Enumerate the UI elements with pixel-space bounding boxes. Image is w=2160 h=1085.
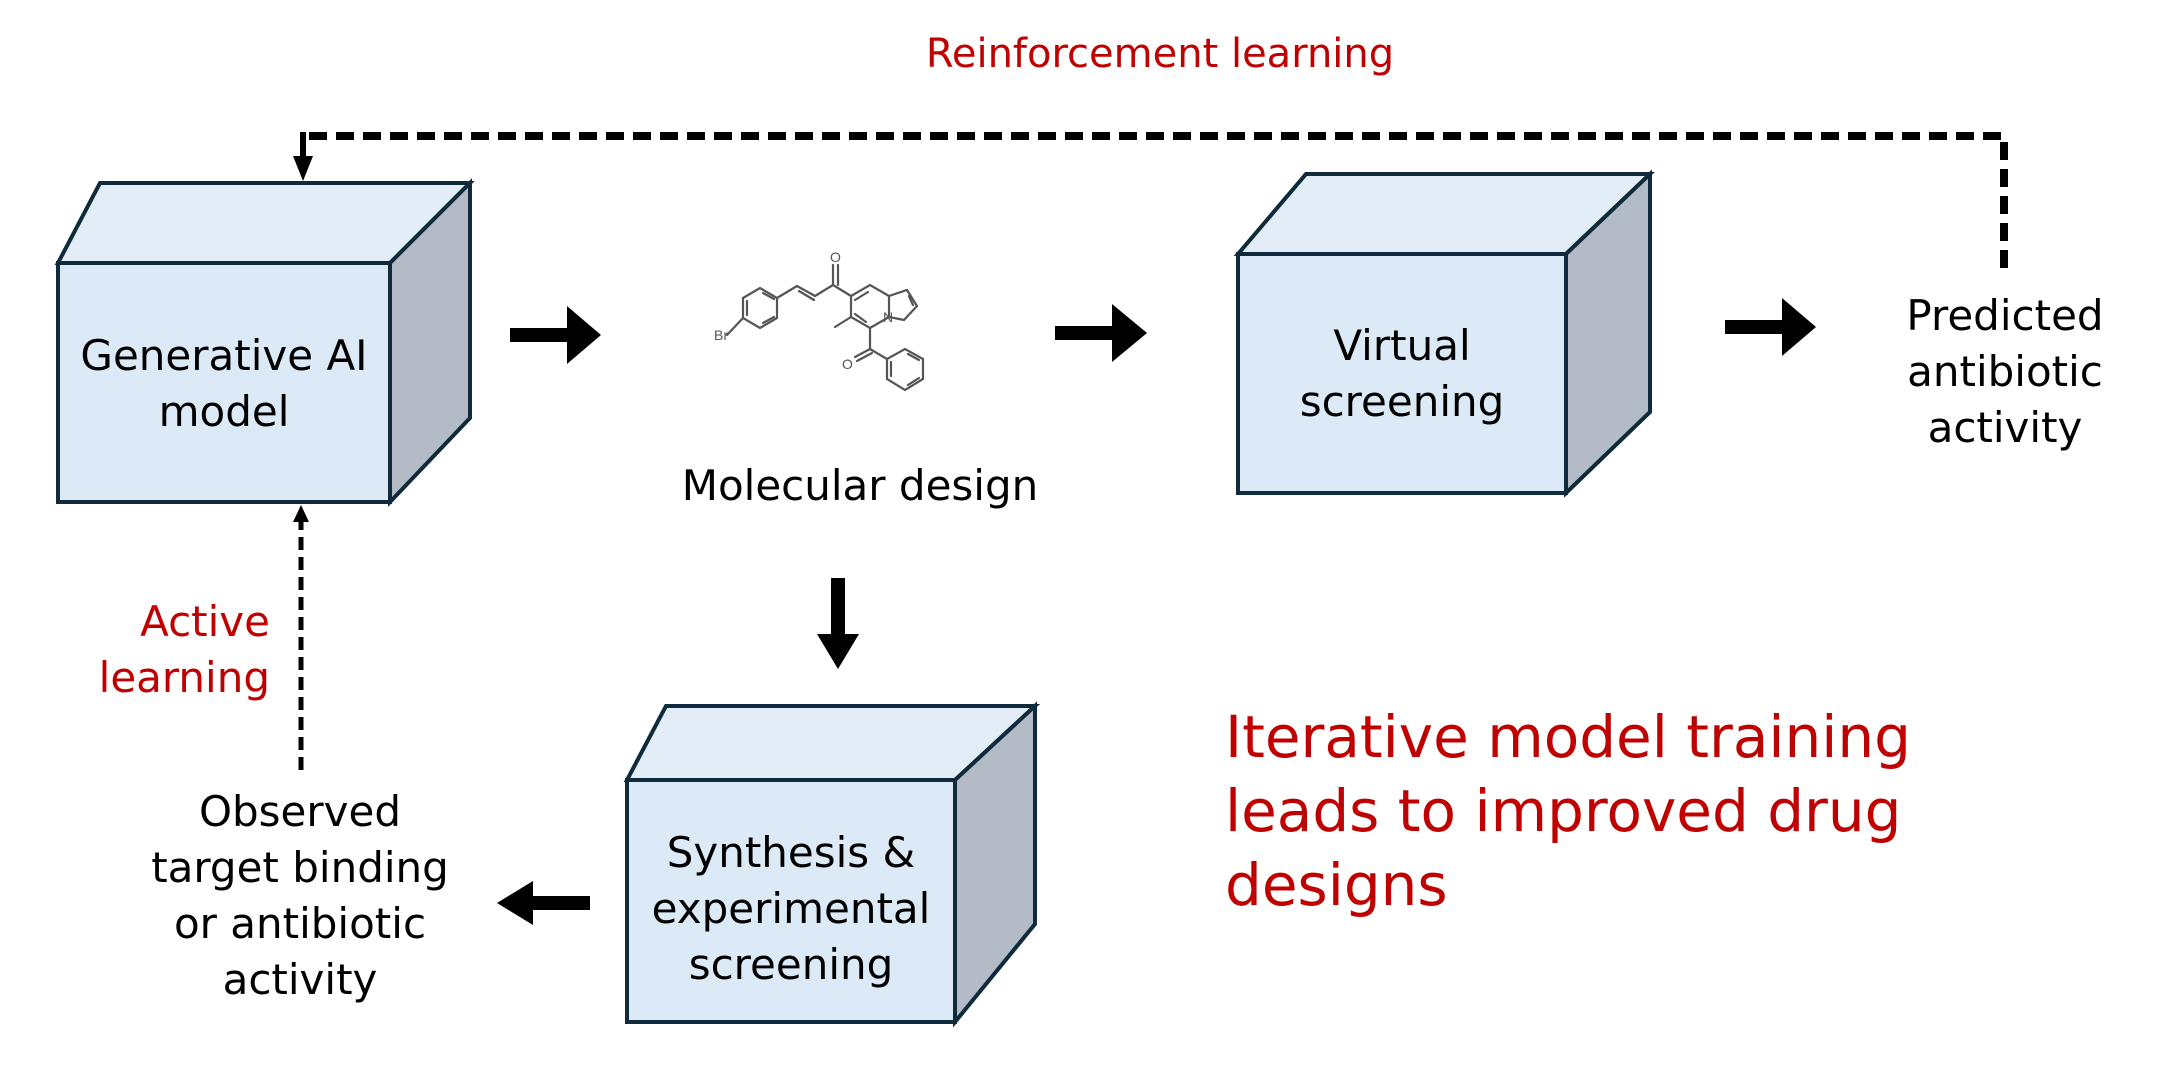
molecule-atom-br: Br — [714, 327, 728, 343]
observed-activity-label-line: target binding — [151, 843, 449, 892]
virtual-screening-label: Virtual screening — [1238, 318, 1566, 430]
summary-text: Iterative model training leads to improv… — [1225, 700, 1911, 922]
active-learning-label-line: Active — [140, 597, 270, 646]
arrow-virtual-screening-to-prediction — [1725, 298, 1816, 356]
reinforcement-learning-label: Reinforcement learning — [925, 31, 1395, 77]
molecule-atom-o-top: O — [830, 249, 841, 265]
generative-model-cube — [54, 178, 475, 507]
generative-model-label-line: model — [158, 387, 290, 436]
molecule-structure — [725, 263, 925, 392]
active-learning-label-line: learning — [98, 653, 270, 702]
arrowhead-into-model-top — [293, 156, 313, 181]
cube-front-face — [1236, 252, 1568, 495]
predicted-activity-label: Predicted antibiotic activity — [1870, 288, 2140, 456]
summary-text-line: Iterative model training — [1225, 703, 1911, 771]
summary-text-line: designs — [1225, 851, 1448, 919]
virtual-screening-label-line: screening — [1299, 377, 1505, 426]
arrow-model-to-molecule — [510, 306, 601, 364]
predicted-activity-label-line: Predicted — [1906, 291, 2104, 340]
predicted-activity-label-line: activity — [1927, 403, 2083, 452]
observed-activity-label: Observed target binding or antibiotic ac… — [130, 784, 470, 1008]
synthesis-label-line: experimental — [651, 884, 931, 933]
cube-front-face — [625, 778, 957, 1024]
arrow-molecule-to-virtual-screening — [1055, 304, 1147, 362]
arrow-molecule-to-synthesis — [817, 578, 859, 669]
summary-text-line: leads to improved drug — [1225, 777, 1902, 845]
synthesis-label-line: Synthesis & — [666, 828, 916, 877]
reinforcement-learning-loop — [293, 132, 2008, 268]
predicted-activity-label-line: antibiotic — [1907, 347, 2103, 396]
observed-activity-label-line: activity — [222, 955, 378, 1004]
active-learning-loop — [293, 505, 309, 770]
arrow-synthesis-to-observation — [497, 881, 590, 925]
observed-activity-label-line: or antibiotic — [173, 899, 427, 948]
molecule-atom-o-bottom: O — [842, 356, 853, 372]
synthesis-label-line: screening — [688, 940, 894, 989]
generative-model-label: Generative AI model — [58, 328, 390, 440]
reinforcement-learning-dashed-line — [304, 132, 2008, 268]
observed-activity-label-line: Observed — [198, 787, 402, 836]
virtual-screening-label-line: Virtual — [1333, 321, 1471, 370]
generative-model-label-line: Generative AI — [80, 331, 368, 380]
synthesis-cube — [623, 701, 1041, 1028]
cube-front-face — [56, 261, 392, 504]
active-learning-label: Active learning — [60, 594, 270, 706]
synthesis-label: Synthesis & experimental screening — [627, 825, 955, 993]
arrowhead-into-model-bottom — [293, 505, 309, 522]
molecular-design-label: Molecular design — [681, 461, 1039, 510]
molecule-atom-n: N — [883, 309, 893, 325]
virtual-screening-cube — [1233, 169, 1655, 498]
